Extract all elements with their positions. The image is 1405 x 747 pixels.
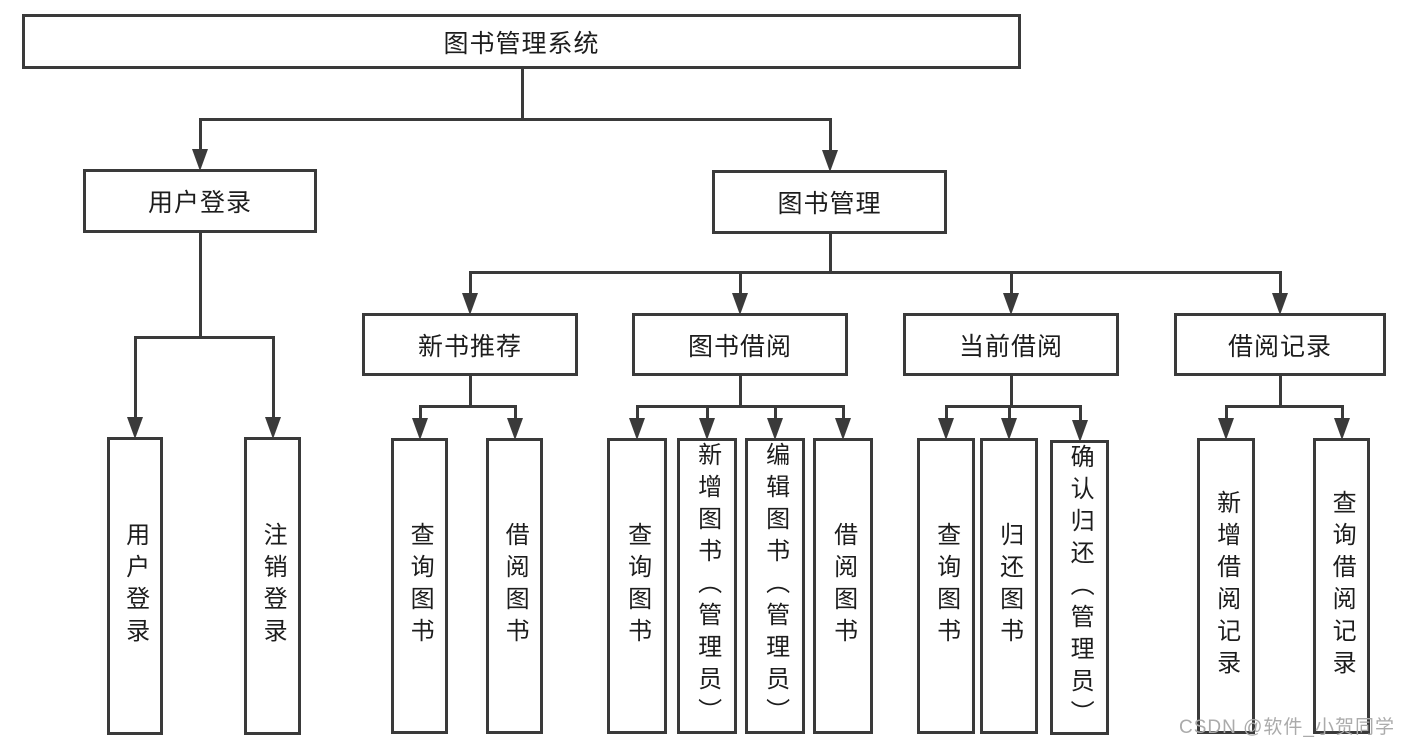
connector-line [514, 405, 517, 418]
node-br-add: 新增借阅记录 [1197, 438, 1255, 734]
arrowhead-down-icon [1003, 293, 1019, 315]
connector-line [1225, 405, 1228, 418]
connector-line [199, 232, 202, 339]
connector-line [774, 405, 777, 418]
connector-line [1279, 271, 1282, 293]
connector-line [419, 405, 517, 408]
arrowhead-down-icon [192, 149, 208, 171]
connector-line [1010, 375, 1013, 408]
connector-line [1008, 405, 1011, 418]
arrowhead-down-icon [1272, 293, 1288, 315]
connector-line [419, 405, 422, 418]
arrowhead-down-icon [699, 418, 715, 440]
node-label-cb-confirm: 确认归还（管理员） [1066, 443, 1094, 732]
arrowhead-down-icon [767, 418, 783, 440]
node-bb-borrow: 借阅图书 [813, 438, 873, 734]
connector-line [739, 375, 742, 408]
connector-line [1341, 405, 1344, 418]
connector-line [199, 118, 202, 149]
connector-line [469, 271, 472, 293]
node-label-current-borrow: 当前借阅 [958, 332, 1063, 361]
node-borrow-records: 借阅记录 [1174, 313, 1386, 376]
connector-line [739, 271, 742, 293]
node-user-login: 用户登录 [83, 169, 317, 233]
node-label-user-login: 用户登录 [147, 189, 252, 217]
node-label-book-borrow: 图书借阅 [687, 332, 792, 361]
connector-line [1079, 405, 1082, 420]
connector-line [272, 336, 275, 417]
connector-line [1225, 405, 1344, 408]
node-login: 用户登录 [107, 437, 163, 735]
node-nb-borrow: 借阅图书 [486, 438, 543, 734]
connector-line [1279, 375, 1282, 408]
node-label-br-query: 查询借阅记录 [1328, 490, 1356, 682]
node-cb-query: 查询图书 [917, 438, 975, 734]
node-current-borrow: 当前借阅 [903, 313, 1119, 376]
arrowhead-down-icon [822, 150, 838, 172]
arrowhead-down-icon [1334, 418, 1350, 440]
connector-line [134, 336, 137, 417]
connector-line [636, 405, 845, 408]
node-label-br-add: 新增借阅记录 [1212, 490, 1240, 682]
node-bb-add: 新增图书（管理员） [677, 438, 737, 734]
connector-line [842, 405, 845, 418]
node-bb-query: 查询图书 [607, 438, 667, 734]
arrowhead-down-icon [1218, 418, 1234, 440]
watermark: CSDN @软件_小贺同学 [1179, 717, 1395, 738]
arrowhead-down-icon [938, 418, 954, 440]
connector-line [1010, 271, 1013, 293]
connector-line [706, 405, 709, 418]
node-bb-edit: 编辑图书（管理员） [745, 438, 805, 734]
arrowhead-down-icon [412, 418, 428, 440]
node-logout: 注销登录 [244, 437, 301, 735]
connector-line [945, 405, 1082, 408]
connector-line [469, 271, 1282, 274]
node-label-bb-edit: 编辑图书（管理员） [761, 442, 789, 730]
node-label-bb-borrow: 借阅图书 [829, 522, 857, 650]
node-label-nb-query: 查询图书 [406, 522, 434, 650]
arrowhead-down-icon [1072, 420, 1088, 442]
arrowhead-down-icon [507, 418, 523, 440]
node-label-root: 图书管理系统 [443, 29, 600, 58]
node-label-login: 用户登录 [121, 522, 149, 650]
arrowhead-down-icon [462, 293, 478, 315]
connector-line [469, 375, 472, 408]
node-label-cb-query: 查询图书 [932, 522, 960, 650]
node-label-new-book-rec: 新书推荐 [417, 332, 522, 361]
arrowhead-down-icon [1001, 418, 1017, 440]
node-br-query: 查询借阅记录 [1313, 438, 1370, 734]
node-label-borrow-records: 借阅记录 [1227, 332, 1332, 361]
node-label-nb-borrow: 借阅图书 [501, 522, 529, 650]
node-label-logout: 注销登录 [259, 522, 287, 650]
connector-line [829, 233, 832, 274]
connector-line [199, 118, 832, 121]
node-label-bb-query: 查询图书 [623, 522, 651, 650]
node-label-book-mgmt: 图书管理 [777, 190, 882, 218]
node-label-bb-add: 新增图书（管理员） [693, 442, 721, 730]
connector-line [134, 336, 275, 339]
connector-line [636, 405, 639, 418]
node-book-mgmt: 图书管理 [712, 170, 947, 234]
connector-line [829, 118, 832, 150]
node-label-cb-return: 归还图书 [995, 522, 1023, 650]
node-cb-return: 归还图书 [980, 438, 1038, 734]
connector-line [521, 68, 524, 121]
arrowhead-down-icon [127, 417, 143, 439]
node-new-book-rec: 新书推荐 [362, 313, 578, 376]
arrowhead-down-icon [629, 418, 645, 440]
node-book-borrow: 图书借阅 [632, 313, 848, 376]
node-root: 图书管理系统 [22, 14, 1021, 69]
node-cb-confirm: 确认归还（管理员） [1050, 440, 1109, 735]
arrowhead-down-icon [265, 417, 281, 439]
arrowhead-down-icon [732, 293, 748, 315]
connector-line [945, 405, 948, 418]
arrowhead-down-icon [835, 418, 851, 440]
node-nb-query: 查询图书 [391, 438, 448, 734]
